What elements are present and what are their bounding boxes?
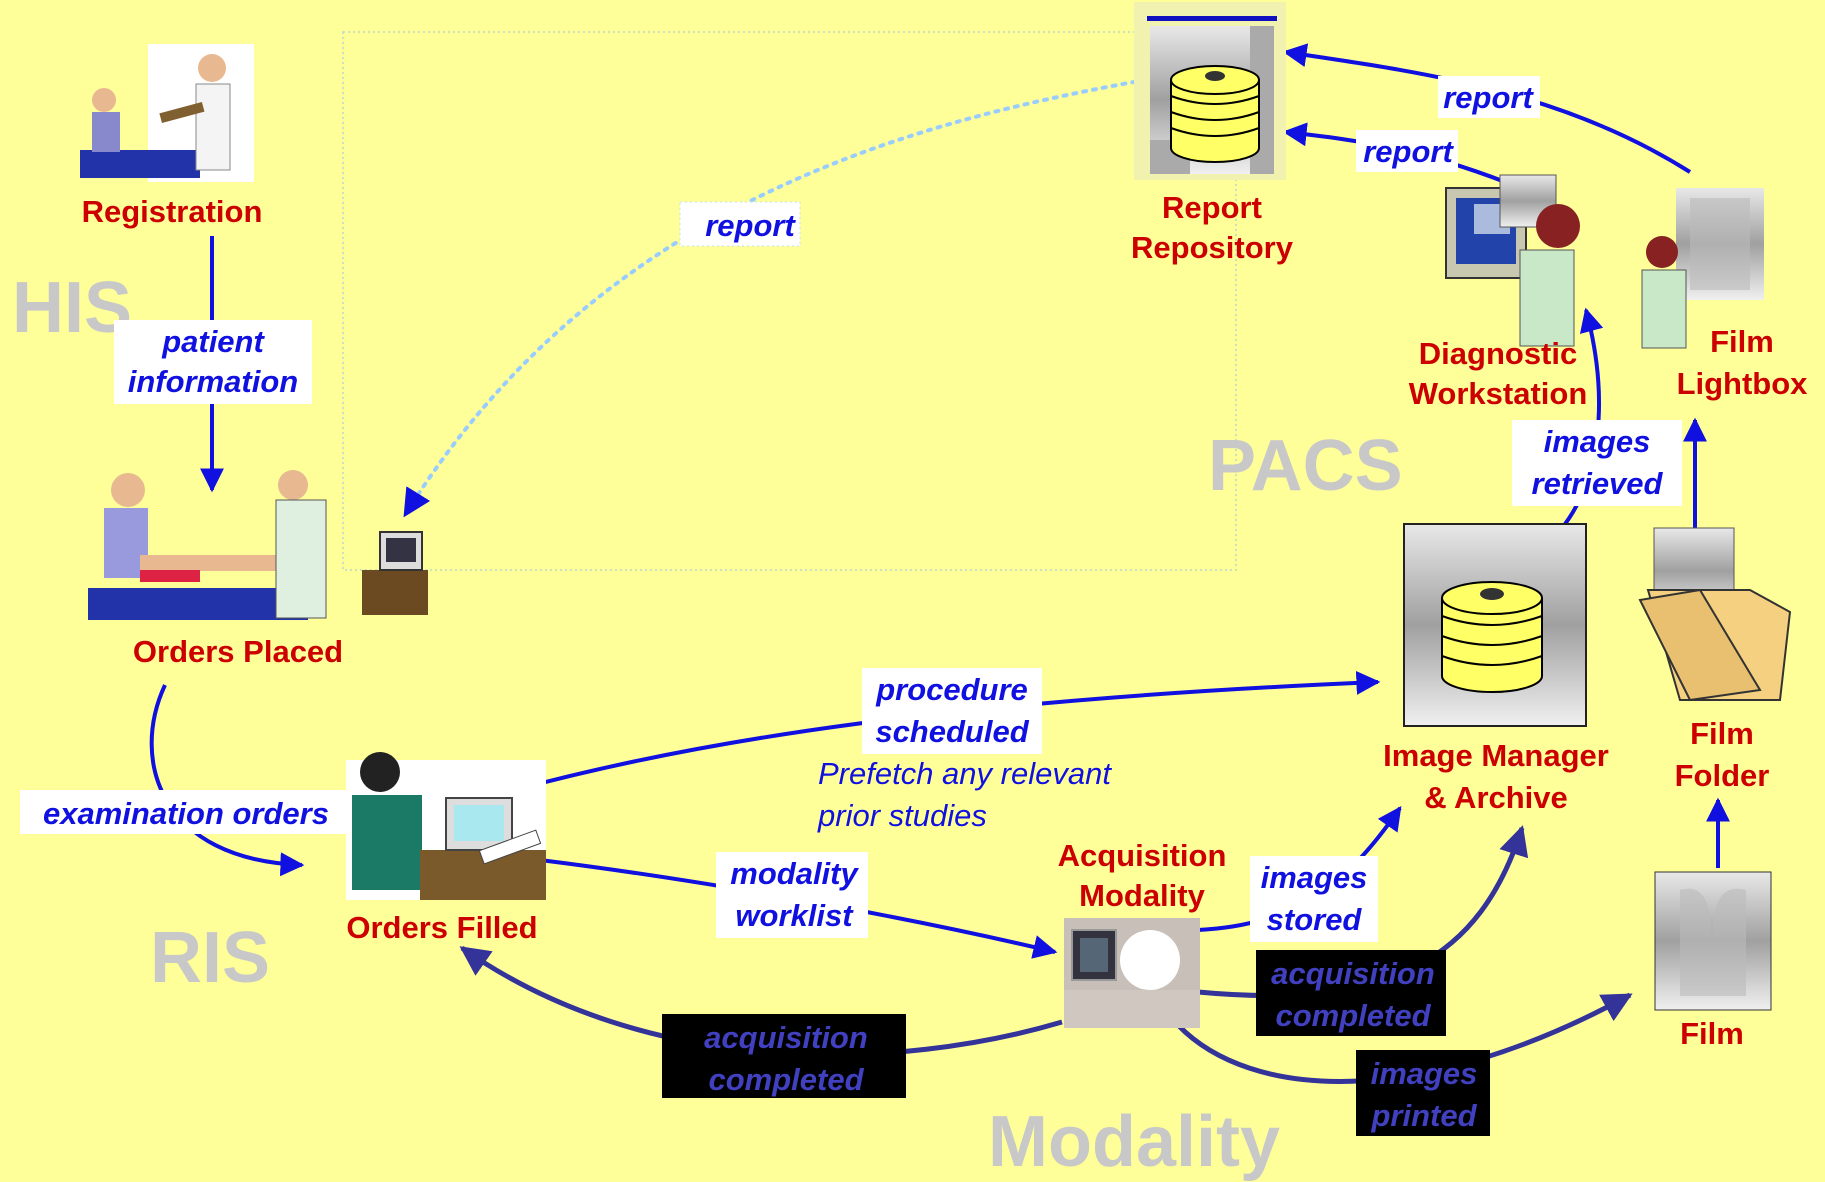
flow-acq-completed-left-line2: completed: [708, 1062, 864, 1097]
node-orders-placed: Orders Placed: [133, 634, 343, 669]
film-lightbox-icon: [1641, 188, 1764, 349]
node-film-folder-line1: Film: [1690, 716, 1754, 751]
node-acquisition-modality-line2: Modality: [1079, 878, 1205, 913]
node-report-repository-line1: Report: [1162, 190, 1262, 225]
pacs-boundary: [342, 31, 1237, 571]
region-modality: Modality: [988, 1102, 1280, 1182]
acq-completed-left-box: [662, 1014, 906, 1098]
images-stored-box: [1250, 856, 1378, 942]
image-manager-icon: [1403, 523, 1587, 727]
node-film: Film: [1680, 1016, 1744, 1051]
flow-procedure-scheduled-line1: procedure: [875, 672, 1028, 707]
flow-acq-completed-left-line1: acquisition: [704, 1020, 868, 1055]
patient-information-box: [114, 320, 312, 404]
node-film-lightbox-line2: Lightbox: [1677, 366, 1809, 401]
prefetch-note-line2: prior studies: [817, 798, 987, 833]
node-orders-filled: Orders Filled: [346, 910, 537, 945]
acquisition-modality-icon: [1064, 918, 1200, 1028]
modality-worklist-box: [716, 852, 868, 938]
node-diagnostic-workstation-line2: Workstation: [1409, 376, 1588, 411]
arrow-images-printed: [1176, 992, 1633, 1084]
flow-procedure-scheduled-line2: scheduled: [875, 714, 1029, 749]
registration-icon: [80, 44, 254, 182]
report-mid-box: [1356, 130, 1458, 172]
arrow-procedure-scheduled: [514, 670, 1381, 792]
flow-report-top: report: [1443, 80, 1534, 115]
film-icon: [1654, 871, 1772, 1011]
examination-orders-box: [20, 790, 350, 834]
node-acquisition-modality-line1: Acquisition: [1058, 838, 1227, 873]
node-report-repository-line2: Repository: [1131, 230, 1294, 265]
node-image-manager-line2: & Archive: [1424, 780, 1568, 815]
images-printed-box: [1356, 1050, 1490, 1136]
report-top-box: [1438, 76, 1540, 118]
film-folder-icon: [1638, 527, 1792, 702]
procedure-scheduled-box: [862, 668, 1042, 754]
report-repository-icon: [1134, 2, 1286, 180]
flow-images-stored-line1: images: [1261, 860, 1368, 895]
node-film-lightbox-line1: Film: [1710, 324, 1774, 359]
flow-patient-information-line2: information: [128, 364, 299, 399]
arrow-examination-orders: [149, 684, 305, 877]
prefetch-note-line1: Prefetch any relevant: [818, 756, 1112, 791]
arrow-report-dotted: [403, 78, 1147, 518]
diagnostic-workstation-icon: [1445, 174, 1580, 347]
acq-completed-right-box: [1256, 950, 1446, 1036]
flow-modality-worklist-line2: worklist: [735, 898, 854, 933]
images-retrieved-box: [1512, 420, 1682, 506]
report-dotted-box: [679, 201, 801, 247]
flow-images-retrieved-line1: images: [1544, 424, 1651, 459]
flow-acq-completed-right-line1: acquisition: [1271, 956, 1435, 991]
node-registration: Registration: [82, 194, 263, 229]
flow-images-retrieved-line2: retrieved: [1532, 466, 1664, 501]
region-pacs: PACS: [1208, 426, 1403, 506]
node-diagnostic-workstation-line1: Diagnostic: [1419, 336, 1577, 371]
region-ris: RIS: [150, 918, 270, 998]
flow-acq-completed-right-line2: completed: [1275, 998, 1431, 1033]
flow-examination-orders: examination orders: [43, 796, 329, 831]
flow-report-dotted: report: [705, 208, 796, 243]
orders-filled-icon: [346, 752, 546, 900]
flow-images-stored-line2: stored: [1267, 902, 1363, 937]
node-image-manager-line1: Image Manager: [1383, 738, 1609, 773]
node-film-folder-line2: Folder: [1675, 758, 1770, 793]
flow-report-mid: report: [1363, 134, 1454, 169]
flow-images-printed-line1: images: [1371, 1056, 1478, 1091]
flow-patient-information-line1: patient: [161, 324, 265, 359]
orders-placed-icon: [88, 470, 428, 620]
flow-modality-worklist-line1: modality: [730, 856, 859, 891]
region-his: HIS: [12, 268, 132, 348]
flow-images-printed-line2: printed: [1370, 1098, 1477, 1133]
